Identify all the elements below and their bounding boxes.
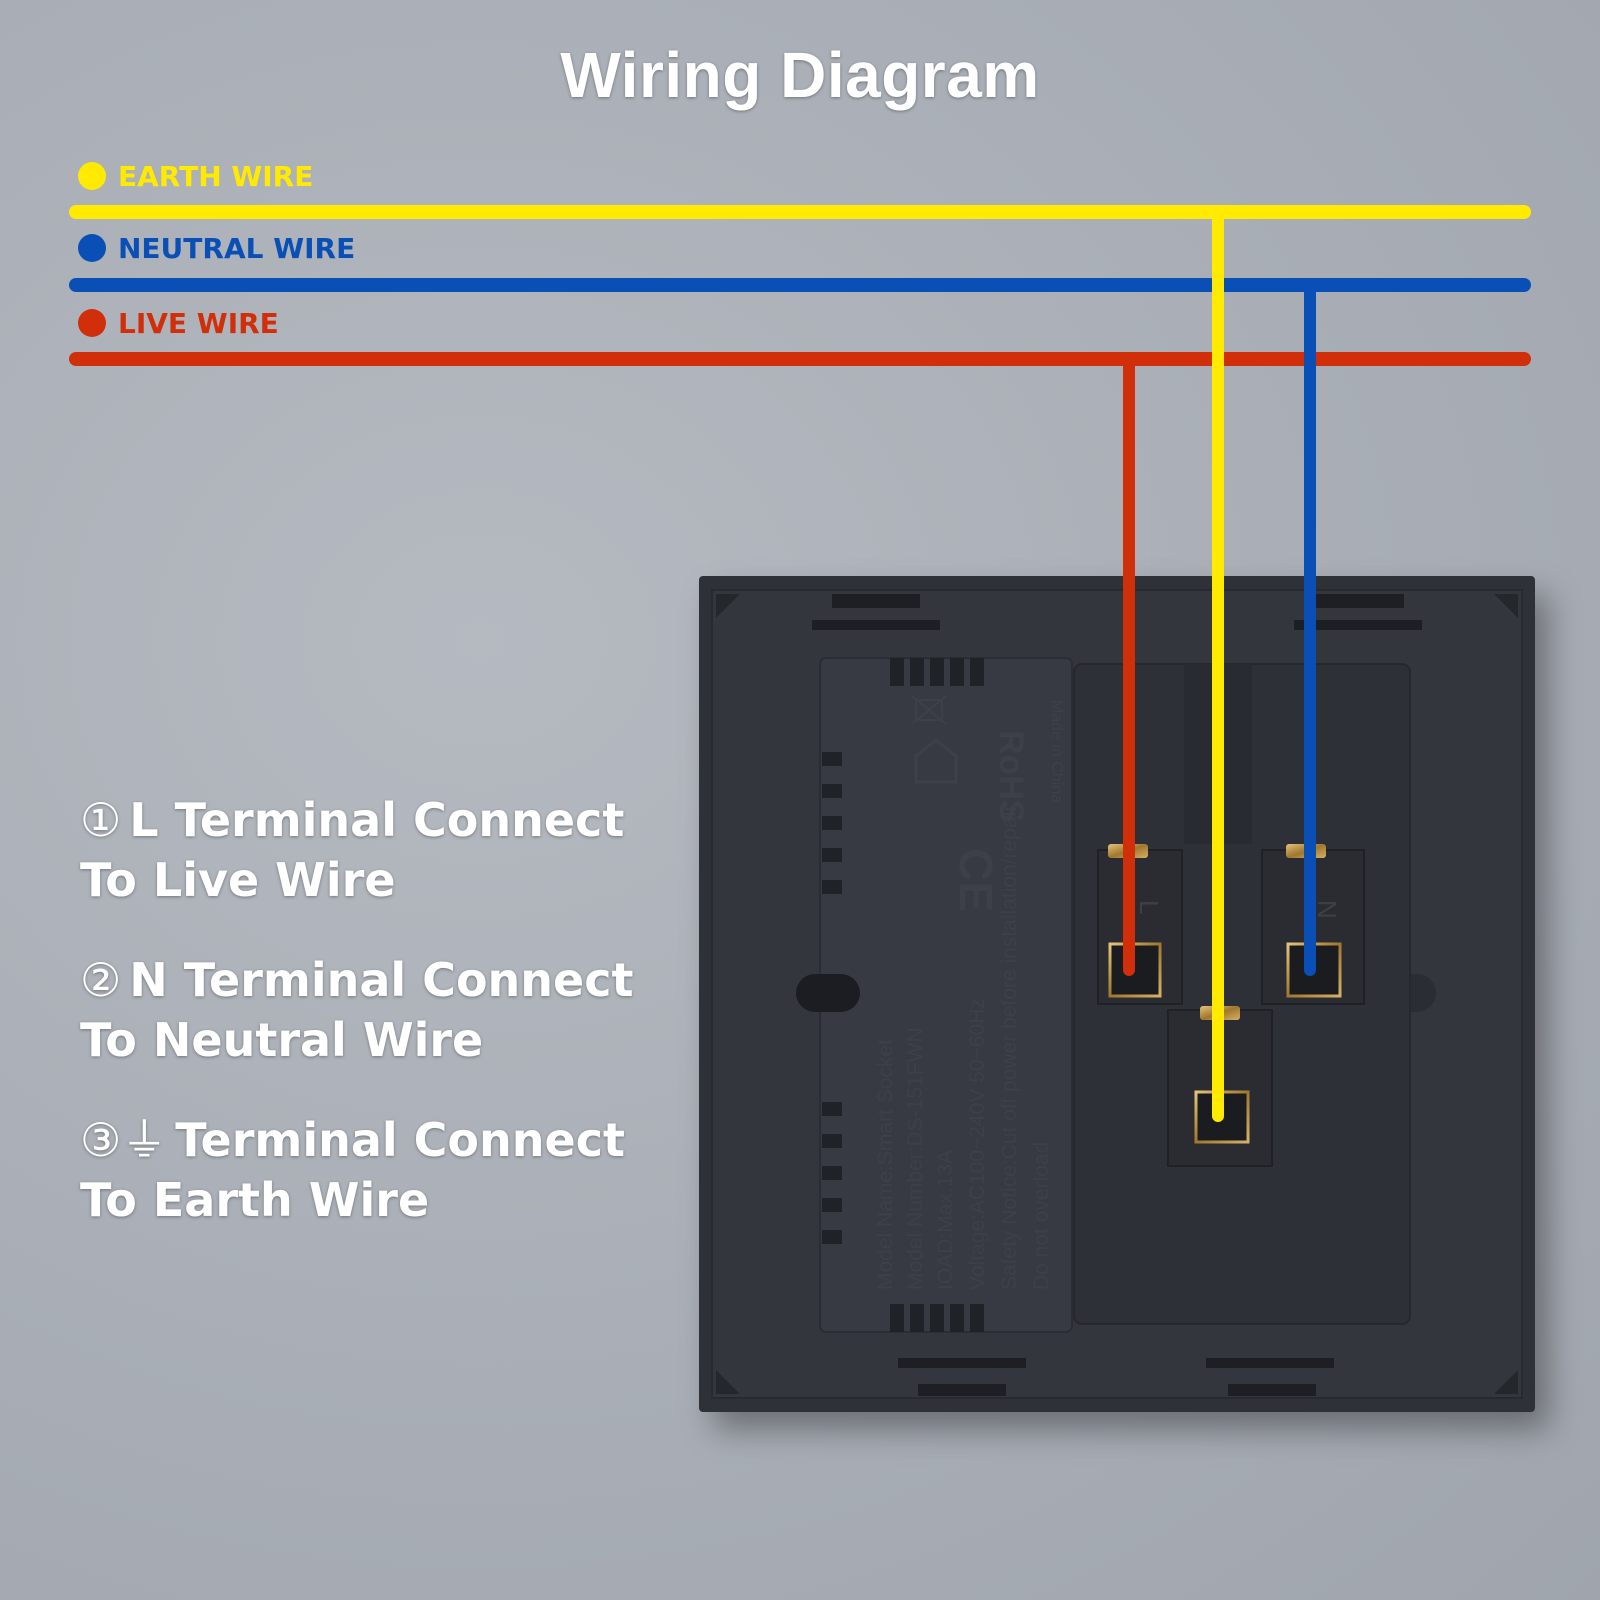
load-rating: IOAD:Max.13A — [934, 1150, 957, 1290]
socket-back-plate: L N RoHS CE Made in China Model Name:Sma… — [699, 576, 1535, 1412]
step-1-line2: To Live Wire — [80, 853, 396, 907]
step-2-line1: N Terminal Connect — [129, 953, 634, 1007]
page-title: Wiring Diagram — [560, 39, 1040, 111]
rohs-mark: RoHS — [992, 730, 1030, 823]
legend-earth: EARTH WIRE — [78, 158, 313, 194]
clip-slot — [1316, 594, 1404, 608]
overload-notice: Do not overload — [1030, 1142, 1053, 1290]
step-3-line1: Terminal Connect — [175, 1113, 625, 1167]
clip-slot — [832, 594, 920, 608]
clip-slot — [1294, 620, 1422, 630]
neutral-dot-icon — [78, 234, 106, 262]
step-3-line2: To Earth Wire — [80, 1173, 430, 1227]
legend-live-label: LIVE WIRE — [118, 306, 279, 340]
model-number: Model Number:DS-151FWN — [904, 1027, 927, 1290]
vent-fins — [822, 658, 984, 1332]
legend-neutral: NEUTRAL WIRE — [78, 230, 355, 266]
clip-slot — [898, 1358, 1026, 1368]
live-dot-icon — [78, 309, 106, 337]
corner-notch — [1494, 1370, 1518, 1394]
made-in-label: Made in China — [1048, 700, 1065, 803]
step-1-line1: L Terminal Connect — [129, 793, 625, 847]
safety-notice: Safety Notice:Cut off power before insta… — [998, 805, 1021, 1290]
clip-slot — [812, 620, 940, 630]
spec-text: Model Name:Smart Socket Model Number:DS-… — [874, 805, 1053, 1290]
terminal-n-label: N — [1312, 900, 1342, 919]
step-2-marker: ② — [80, 953, 122, 1007]
step-2-line2: To Neutral Wire — [80, 1013, 484, 1067]
clip-slot — [1228, 1384, 1316, 1396]
legend-live: LIVE WIRE — [78, 305, 279, 341]
legend-earth-label: EARTH WIRE — [118, 159, 314, 193]
clip-slot — [918, 1384, 1006, 1396]
ce-mark: CE — [950, 848, 1002, 912]
compliance-marks: RoHS CE — [950, 730, 1030, 912]
step-3-marker: ③⏚ — [80, 1113, 168, 1167]
legend-neutral-label: NEUTRAL WIRE — [118, 231, 356, 265]
voltage-rating: Voltage:AC100~240V 50~60Hz — [966, 998, 989, 1290]
clip-slot — [1206, 1358, 1334, 1368]
corner-notch — [716, 1370, 740, 1394]
model-name: Model Name:Smart Socket — [874, 1039, 897, 1290]
mounting-hole — [796, 974, 860, 1012]
instruction-earth-terminal: ③⏚Terminal Connect To Earth Wire — [80, 1110, 680, 1230]
terminal-l-label: L — [1134, 900, 1164, 914]
step-1-marker: ① — [80, 793, 122, 847]
corner-notch — [1494, 594, 1518, 618]
recycle-house-icon — [914, 738, 958, 784]
corner-notch — [716, 594, 740, 618]
weee-bin-icon — [911, 695, 947, 725]
earth-dot-icon — [78, 162, 106, 190]
